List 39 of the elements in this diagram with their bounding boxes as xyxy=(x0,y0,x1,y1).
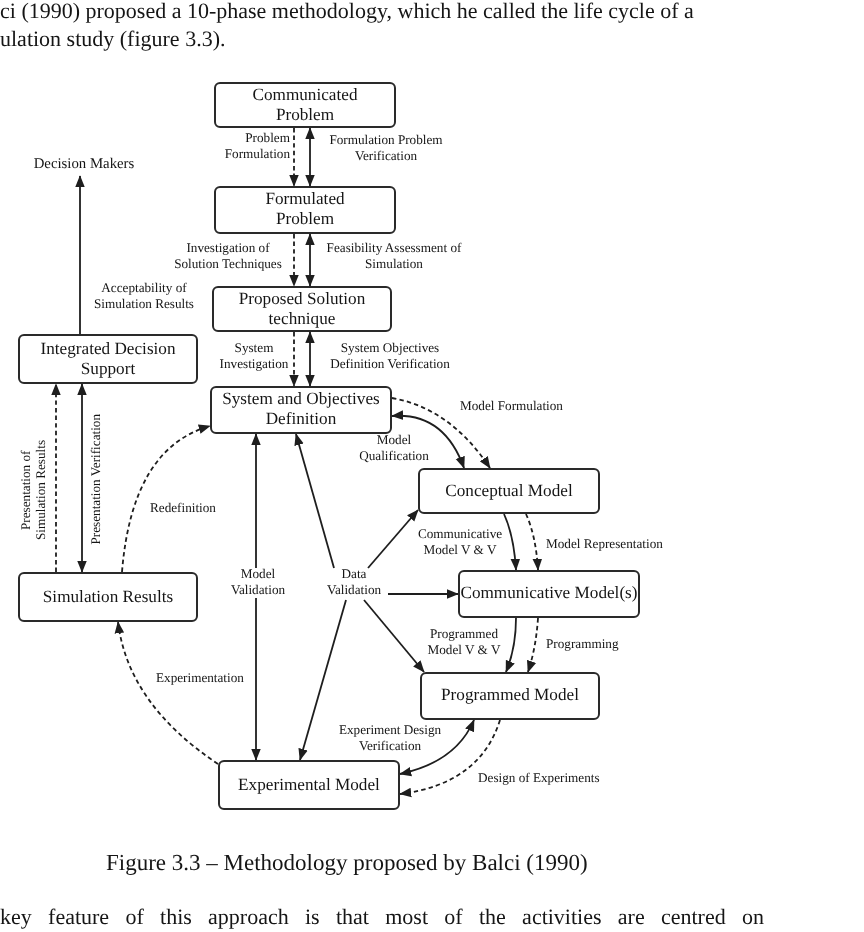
body-text: key feature of this approach is that most of the activities are centred on xyxy=(0,906,764,930)
dashed-arrow xyxy=(289,127,299,187)
process-box: Programmed Model xyxy=(420,672,600,720)
process-box: Simulation Results xyxy=(18,572,198,622)
arrow xyxy=(251,433,261,761)
dashed-arrow xyxy=(391,397,491,469)
dashed-arrow xyxy=(525,513,542,571)
arrow xyxy=(294,433,335,569)
process-box: Experimental Model xyxy=(218,760,400,810)
dashed-arrow xyxy=(526,617,539,673)
dashed-arrow xyxy=(289,331,299,387)
process-box: Communicative Model(s) xyxy=(458,570,640,618)
dashed-arrow xyxy=(289,233,299,287)
dashed-arrow xyxy=(115,621,219,765)
body-text: ulation study (figure 3.3). xyxy=(0,28,228,52)
process-box: Conceptual Model xyxy=(418,468,600,514)
arrow xyxy=(399,719,475,776)
arrow xyxy=(77,383,87,573)
arrow xyxy=(298,599,347,761)
figure-caption: Figure 3.3 – Methodology proposed by Balci (1990) xyxy=(106,850,588,878)
arrow xyxy=(305,127,315,187)
body-text: ci (1990) proposed a 10-phase methodology, which he called the life cycle of a xyxy=(0,0,696,24)
arrow xyxy=(387,589,459,599)
process-box: Formulated Problem xyxy=(214,186,396,234)
dashed-arrow xyxy=(51,383,61,573)
dashed-arrow xyxy=(121,425,211,573)
arrow xyxy=(391,410,465,469)
arrow xyxy=(503,513,520,571)
arrow xyxy=(75,175,85,335)
arrow xyxy=(505,617,517,673)
arrow xyxy=(305,331,315,387)
dashed-arrow xyxy=(399,719,501,797)
arrow xyxy=(305,233,315,287)
process-box: Communicated Problem xyxy=(214,82,396,128)
process-box: Proposed Solution technique xyxy=(212,286,392,332)
process-box: Integrated Decision Support xyxy=(18,334,198,384)
arrow xyxy=(363,599,425,673)
arrow xyxy=(367,509,419,569)
process-box: System and Objectives Definition xyxy=(210,386,392,434)
